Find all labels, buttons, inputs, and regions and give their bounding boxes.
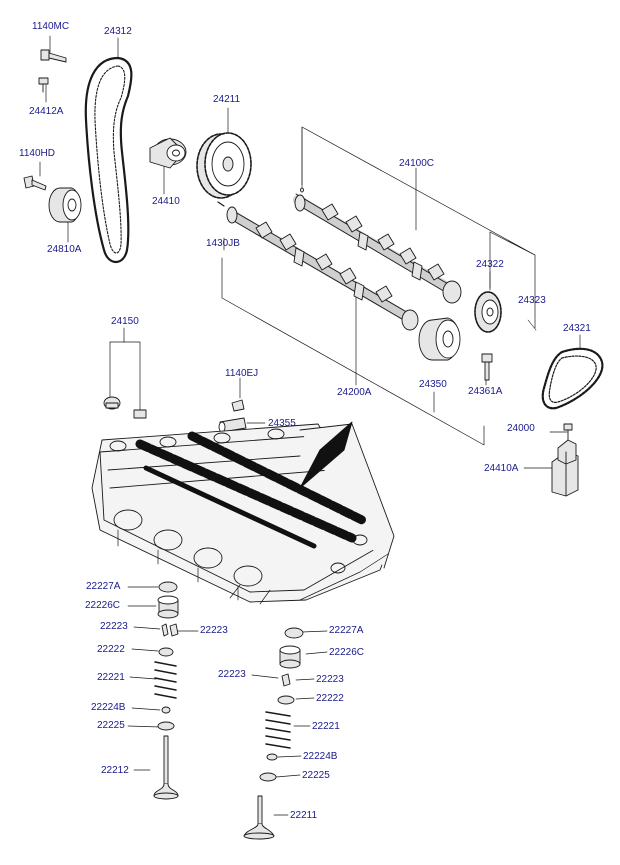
part-label-22226c-right[interactable]: 22226C (329, 647, 365, 658)
part-label-22222-right[interactable]: 22222 (316, 693, 344, 704)
part-label-24200a[interactable]: 24200A (337, 387, 372, 398)
part-label-22227a-right[interactable]: 22227A (329, 625, 364, 636)
belt-tensioner (149, 137, 187, 169)
camshaft-sprocket (196, 132, 252, 199)
part-label-24323[interactable]: 24323 (518, 295, 546, 306)
part-label-22223-right-b[interactable]: 22223 (316, 674, 344, 685)
cvvt-assembly (418, 317, 461, 361)
part-label-22227a-left[interactable]: 22227A (86, 581, 121, 592)
exhaust-camshaft (293, 127, 462, 304)
part-label-24211[interactable]: 24211 (213, 94, 241, 105)
part-label-24355[interactable]: 24355 (268, 418, 296, 429)
part-label-24000[interactable]: 24000 (507, 423, 535, 434)
idler-pulley (48, 187, 82, 223)
camshaft-gear (474, 291, 537, 333)
part-label-22225-right[interactable]: 22225 (302, 770, 330, 781)
part-label-22224b-left[interactable]: 22224B (91, 702, 126, 713)
part-label-24150[interactable]: 24150 (111, 316, 139, 327)
part-label-24321[interactable]: 24321 (563, 323, 591, 334)
valve-rows (135, 431, 367, 549)
part-label-24322[interactable]: 24322 (476, 259, 504, 270)
ocv-filter (218, 417, 247, 433)
part-label-24410[interactable]: 24410 (152, 196, 180, 207)
install-arrow-icon (299, 421, 353, 489)
timing-chain (541, 347, 604, 410)
valve-train-left (153, 581, 179, 800)
intake-camshaft (217, 201, 419, 331)
part-label-22212[interactable]: 22212 (101, 765, 129, 776)
oil-control-valve (103, 396, 147, 419)
part-label-22223-right-a[interactable]: 22223 (218, 669, 246, 680)
part-label-22226c-left[interactable]: 22226C (85, 600, 121, 611)
part-label-22225-left[interactable]: 22225 (97, 720, 125, 731)
part-label-22223-left-a[interactable]: 22223 (100, 621, 128, 632)
chain-tensioner (551, 439, 579, 497)
part-label-22221-right[interactable]: 22221 (312, 721, 340, 732)
part-label-22222-left[interactable]: 22222 (97, 644, 125, 655)
part-label-24361a[interactable]: 24361A (468, 386, 503, 397)
bolts (23, 49, 573, 441)
part-label-24100c[interactable]: 24100C (399, 158, 435, 169)
valve-train-right (243, 627, 304, 840)
part-label-24810a[interactable]: 24810A (47, 244, 82, 255)
part-label-1140ej[interactable]: 1140EJ (225, 368, 259, 379)
part-label-1140hd[interactable]: 1140HD (19, 148, 55, 159)
part-label-22221-left[interactable]: 22221 (97, 672, 125, 683)
part-label-22224b-right[interactable]: 22224B (303, 751, 338, 762)
part-label-24312[interactable]: 24312 (104, 26, 132, 37)
part-label-1140mc[interactable]: 1140MC (32, 21, 70, 32)
part-label-22223-left-b[interactable]: 22223 (200, 625, 228, 636)
part-label-22211[interactable]: 22211 (290, 810, 318, 821)
part-label-24350[interactable]: 24350 (419, 379, 447, 390)
part-label-1430jb[interactable]: 1430JB (206, 238, 240, 249)
timing-belt (84, 56, 133, 264)
part-label-24410a[interactable]: 24410A (484, 463, 519, 474)
part-label-24412a[interactable]: 24412A (29, 106, 64, 117)
